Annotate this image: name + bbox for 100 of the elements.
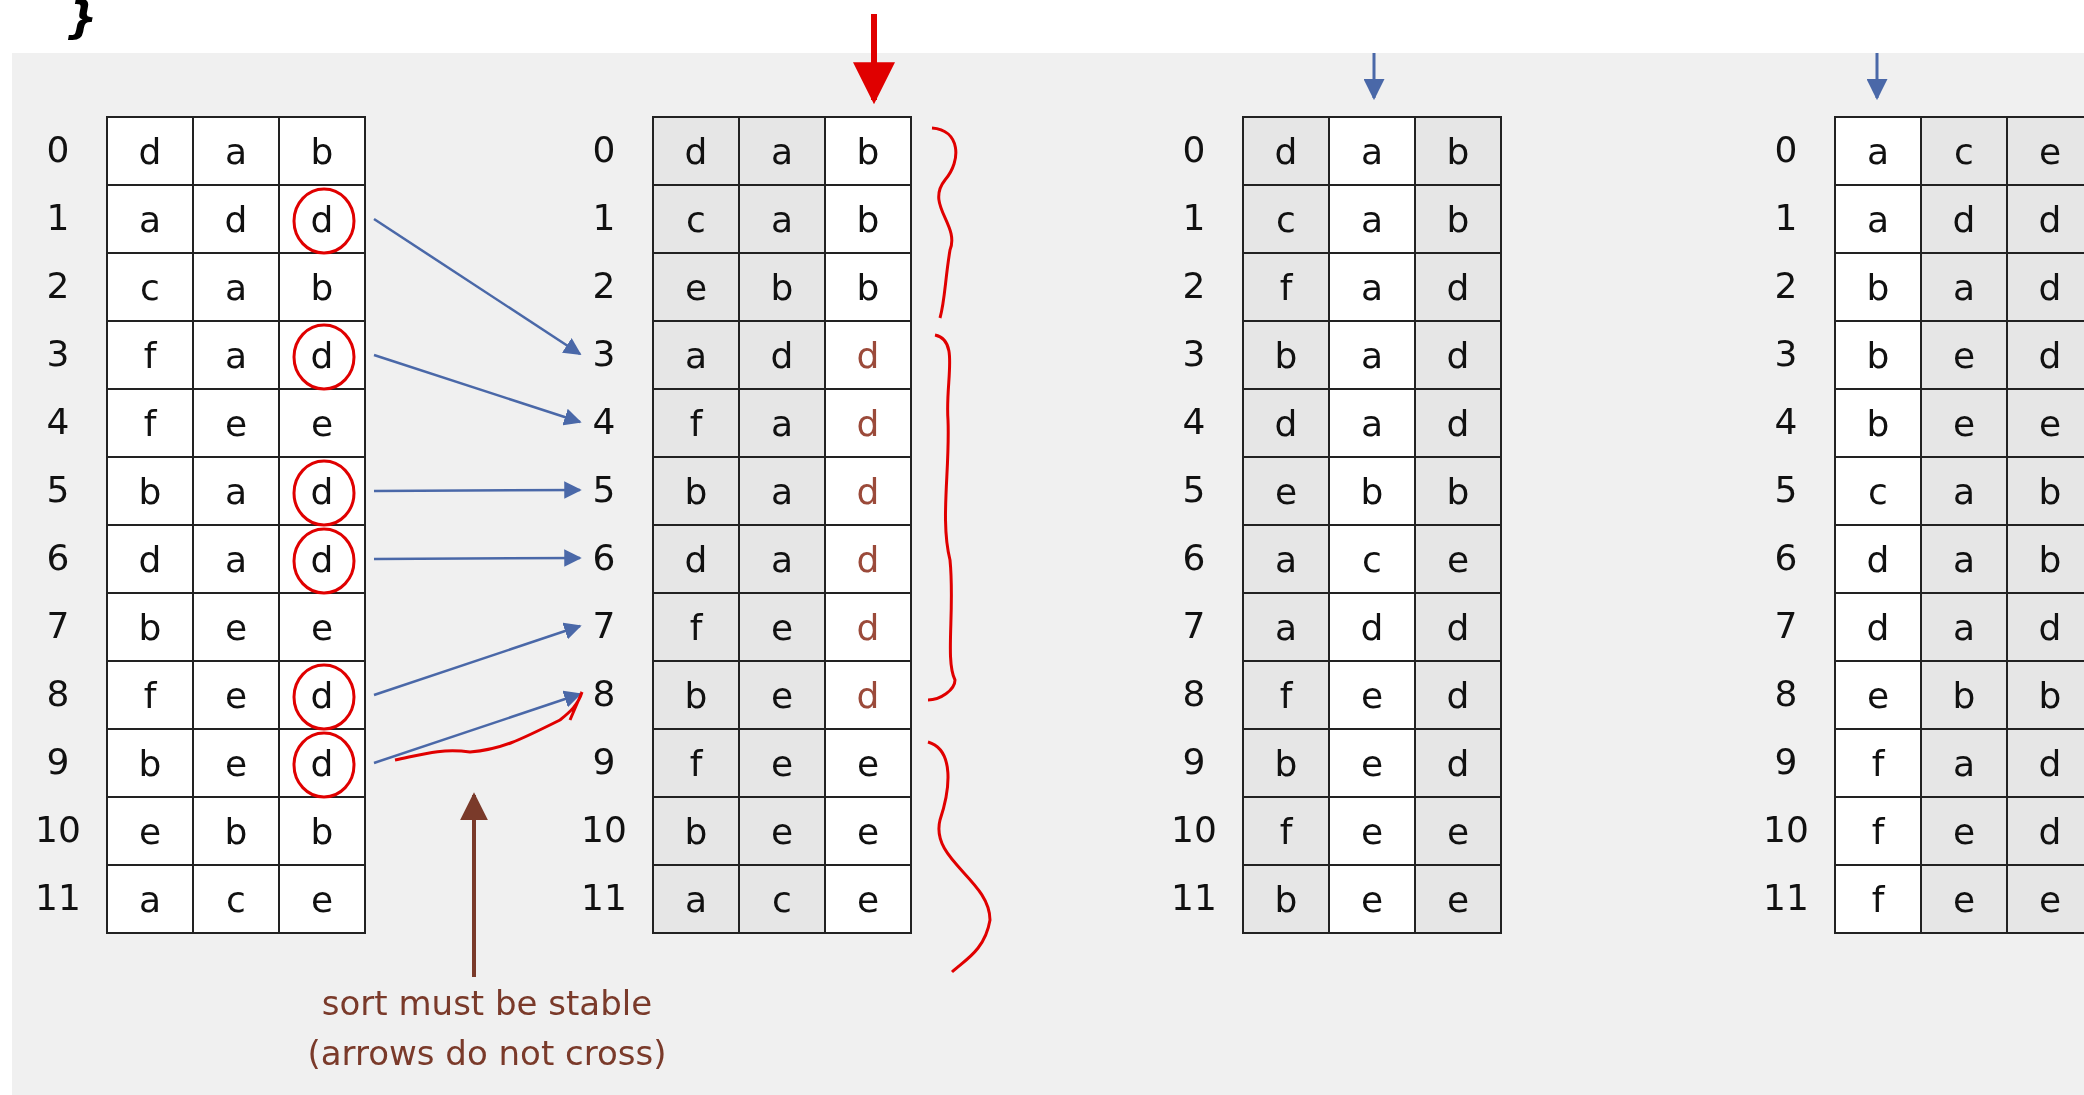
- row-index: 3: [1181, 334, 1207, 374]
- row-index: 2: [591, 266, 617, 306]
- table-cell: d: [1414, 728, 1502, 798]
- table-cell: a: [1328, 252, 1416, 322]
- table-cell: d: [738, 320, 826, 390]
- table-cell: c: [1834, 456, 1922, 526]
- table-cell: e: [1328, 728, 1416, 798]
- table-cell: f: [1242, 660, 1330, 730]
- table-cell: d: [1414, 320, 1502, 390]
- table-cell: b: [1834, 320, 1922, 390]
- table-cell: a: [652, 864, 740, 934]
- table-cell: e: [1920, 796, 2008, 866]
- table-cell: e: [1328, 864, 1416, 934]
- table-cell: b: [824, 184, 912, 254]
- table-cell: d: [2006, 592, 2084, 662]
- table-cell: e: [1414, 796, 1502, 866]
- row-index: 7: [576, 606, 632, 646]
- table-cell: b: [106, 456, 194, 526]
- table-cell: e: [652, 252, 740, 322]
- table-cell: f: [652, 728, 740, 798]
- row-index: 10: [1762, 810, 1810, 850]
- row-index: 9: [1773, 742, 1799, 782]
- table-cell: e: [738, 728, 826, 798]
- table-cell: e: [1834, 660, 1922, 730]
- table-cell: e: [1920, 320, 2008, 390]
- table-cell: d: [824, 320, 912, 390]
- table-cell: d: [1242, 388, 1330, 458]
- table-cell: d: [824, 660, 912, 730]
- row-index: 1: [1181, 198, 1207, 238]
- table-cell: b: [738, 252, 826, 322]
- arrow: [373, 217, 582, 356]
- table-cell: e: [1328, 660, 1416, 730]
- table-cell: b: [1242, 864, 1330, 934]
- row-index: 0: [1773, 130, 1799, 170]
- row-index: 8: [1773, 674, 1799, 714]
- table-cell: b: [1414, 456, 1502, 526]
- row-index: 0: [591, 130, 617, 170]
- table-cell: d: [824, 388, 912, 458]
- table-cell: d: [2006, 796, 2084, 866]
- table-cell: c: [1242, 184, 1330, 254]
- arrow: [373, 622, 582, 697]
- row-index: 5: [576, 470, 632, 510]
- table-cell: d: [652, 524, 740, 594]
- row-index: 8: [1181, 674, 1207, 714]
- table-cell: a: [738, 184, 826, 254]
- table-cell: b: [824, 252, 912, 322]
- table-cell: a: [1328, 184, 1416, 254]
- table-cell: b: [106, 728, 194, 798]
- table-cell: d: [1920, 184, 2008, 254]
- table-cell: e: [192, 592, 280, 662]
- row-index: 6: [1773, 538, 1799, 578]
- table-cell: a: [1920, 592, 2008, 662]
- table-cell: b: [2006, 660, 2084, 730]
- table-cell: e: [278, 864, 366, 934]
- table-cell: c: [738, 864, 826, 934]
- table-cell: b: [652, 456, 740, 526]
- table-cell: a: [192, 456, 280, 526]
- row-index: 7: [1773, 606, 1799, 646]
- table-cell: c: [1328, 524, 1416, 594]
- table-cell: f: [1834, 728, 1922, 798]
- table-cell: e: [1242, 456, 1330, 526]
- row-index: 4: [45, 402, 71, 442]
- table-cell: a: [1920, 524, 2008, 594]
- table-cell: d: [824, 592, 912, 662]
- table-cell: a: [1328, 116, 1416, 186]
- row-index: 1: [1773, 198, 1799, 238]
- row-index: 3: [576, 334, 632, 374]
- table-cell: e: [192, 388, 280, 458]
- row-index: 2: [1181, 266, 1207, 306]
- table-cell: c: [1920, 116, 2008, 186]
- row-index: 1: [591, 198, 617, 238]
- row-index: 10: [580, 810, 628, 850]
- table-cell: d: [1834, 524, 1922, 594]
- row-index: 4: [1181, 402, 1207, 442]
- table-cell: d: [2006, 728, 2084, 798]
- table-cell: d: [652, 116, 740, 186]
- table-cell: e: [824, 864, 912, 934]
- table-cell: b: [652, 796, 740, 866]
- table-cell: b: [1414, 184, 1502, 254]
- table-cell: f: [106, 388, 194, 458]
- table-cell: e: [192, 728, 280, 798]
- row-index: 11: [1762, 878, 1810, 918]
- table-cell: d: [192, 184, 280, 254]
- row-index: 7: [1181, 606, 1207, 646]
- table-cell: e: [1328, 796, 1416, 866]
- table-cell: a: [1242, 524, 1330, 594]
- table-cell: b: [278, 796, 366, 866]
- table-cell: d: [1414, 592, 1502, 662]
- table-cell: a: [1328, 388, 1416, 458]
- table-cell: e: [278, 388, 366, 458]
- row-index: 8: [576, 674, 632, 714]
- table-cell: a: [1834, 184, 1922, 254]
- table-cell: a: [192, 116, 280, 186]
- table-cell: b: [2006, 456, 2084, 526]
- table-cell: e: [106, 796, 194, 866]
- row-index: 7: [45, 606, 71, 646]
- row-index: 11: [580, 878, 628, 918]
- table-cell: e: [1920, 864, 2008, 934]
- row-index: 9: [45, 742, 71, 782]
- table-cell: f: [106, 660, 194, 730]
